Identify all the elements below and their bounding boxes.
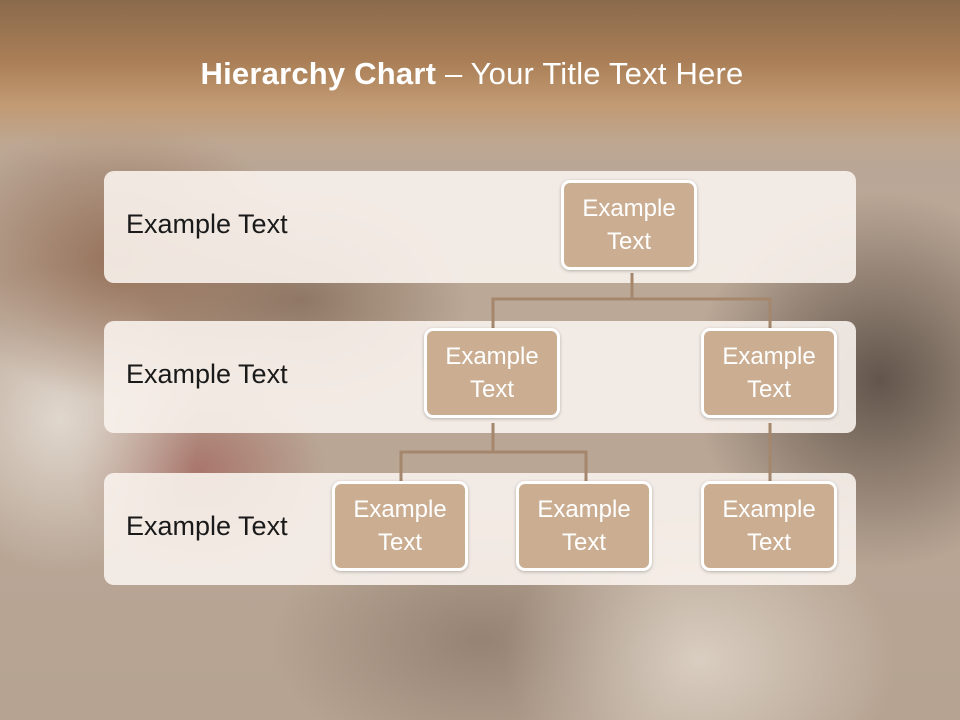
node-leaf-2-line1: Example <box>537 496 631 523</box>
node-leaf-1-line2: Text <box>377 529 422 556</box>
connector-root-right <box>632 297 772 330</box>
node-leaf-1-line1: Example <box>353 496 447 523</box>
node-mid-left-line2: Text <box>469 376 514 403</box>
level-label-3: Example Text <box>126 511 288 541</box>
node-leaf-3-line1: Example <box>722 496 816 523</box>
node-root[interactable]: Example Text <box>561 180 697 270</box>
node-leaf-3[interactable]: Example Text <box>701 481 837 571</box>
node-leaf-3-line2: Text <box>746 529 791 556</box>
level-label-1: Example Text <box>126 209 288 239</box>
title-rest: – Your Title Text Here <box>436 56 744 91</box>
level-band-1: Example Text <box>104 171 856 283</box>
node-mid-left-line1: Example <box>445 343 539 370</box>
node-leaf-2[interactable]: Example Text <box>516 481 652 571</box>
connector-midleft-right <box>493 450 588 482</box>
slide-title: Hierarchy Chart – Your Title Text Here <box>0 56 944 92</box>
node-root-line1: Example <box>582 195 676 222</box>
title-band <box>0 0 960 170</box>
level-label-2: Example Text <box>126 359 288 389</box>
node-mid-right-line2: Text <box>746 376 791 403</box>
node-leaf-1[interactable]: Example Text <box>332 481 468 571</box>
connector-root-children <box>491 273 634 330</box>
title-bold: Hierarchy Chart <box>200 56 437 91</box>
node-mid-left[interactable]: Example Text <box>424 328 560 418</box>
node-mid-right-line1: Example <box>722 343 816 370</box>
node-mid-right[interactable]: Example Text <box>701 328 837 418</box>
node-root-line2: Text <box>606 228 651 255</box>
connector-midleft-children <box>399 423 495 482</box>
node-leaf-2-line2: Text <box>561 529 606 556</box>
